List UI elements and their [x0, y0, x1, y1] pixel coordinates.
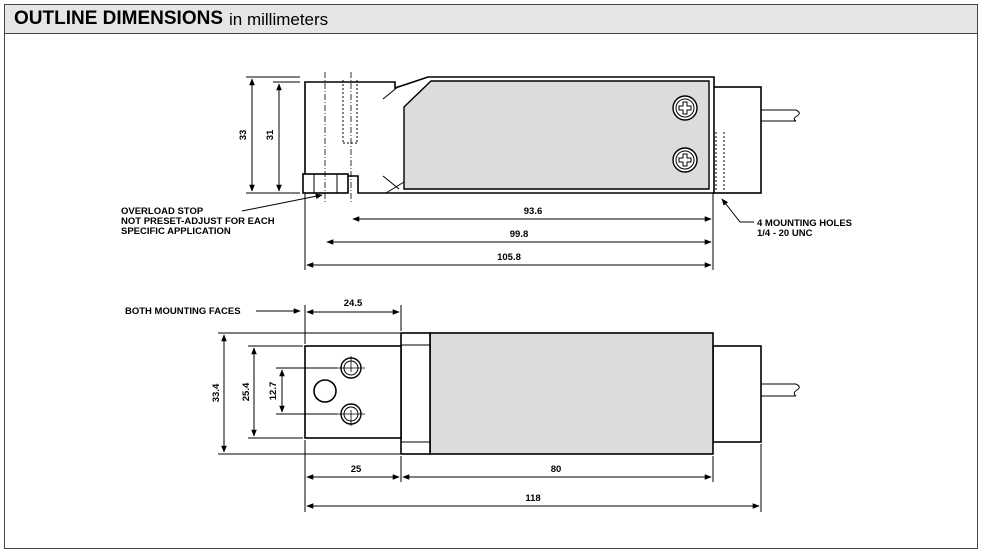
bottom-cable	[760, 383, 800, 397]
overload-label-line3: SPECIFIC APPLICATION	[121, 226, 231, 237]
top-end-cap	[712, 86, 762, 194]
top-cable	[760, 109, 800, 122]
dim-105-8: 105.8	[497, 252, 521, 263]
overload-stop-nut	[302, 173, 349, 194]
top-screw-2-icon	[672, 147, 698, 173]
top-view: 33 31 93.6 99.8 105.8 OVERLOAD STOP NOT …	[121, 72, 852, 270]
dim-33: 33	[238, 130, 249, 141]
bottom-view: 24.5 BOTH MOUNTING FACES 33.4 25.4 12.7 …	[125, 298, 800, 512]
page-title: OUTLINE DIMENSIONS	[14, 8, 224, 29]
dim-33-4: 33.4	[211, 383, 222, 402]
overload-label-line1: OVERLOAD STOP	[121, 206, 204, 217]
dim-25-4: 25.4	[241, 382, 252, 401]
top-screw-1-icon	[672, 95, 698, 121]
dim-99-8: 99.8	[510, 229, 529, 240]
dim-118: 118	[525, 493, 540, 504]
overload-hole	[313, 379, 337, 403]
holes-label-line1: 4 MOUNTING HOLES	[757, 218, 852, 229]
hole-centermarks	[337, 356, 365, 426]
header-bar: OUTLINE DIMENSIONS in millimeters	[5, 5, 977, 34]
dim-24-5: 24.5	[344, 298, 363, 309]
bottom-flange	[400, 332, 431, 455]
top-hidden-holes	[342, 80, 725, 192]
top-label-plate	[403, 80, 710, 190]
overload-label-line2: NOT PRESET-ADJUST FOR EACH	[121, 216, 275, 227]
dim-93-6: 93.6	[524, 206, 543, 217]
dim-31: 31	[265, 129, 276, 140]
dim-12-7: 12.7	[268, 382, 279, 401]
page-subtitle: in millimeters	[229, 10, 329, 29]
bottom-end-cap	[712, 345, 762, 443]
holes-label-line2: 1/4 - 20 UNC	[757, 228, 813, 239]
bottom-housing	[429, 332, 714, 455]
dim-80: 80	[551, 464, 562, 475]
dim-25: 25	[351, 464, 362, 475]
mounting-faces-label: BOTH MOUNTING FACES	[125, 306, 241, 317]
